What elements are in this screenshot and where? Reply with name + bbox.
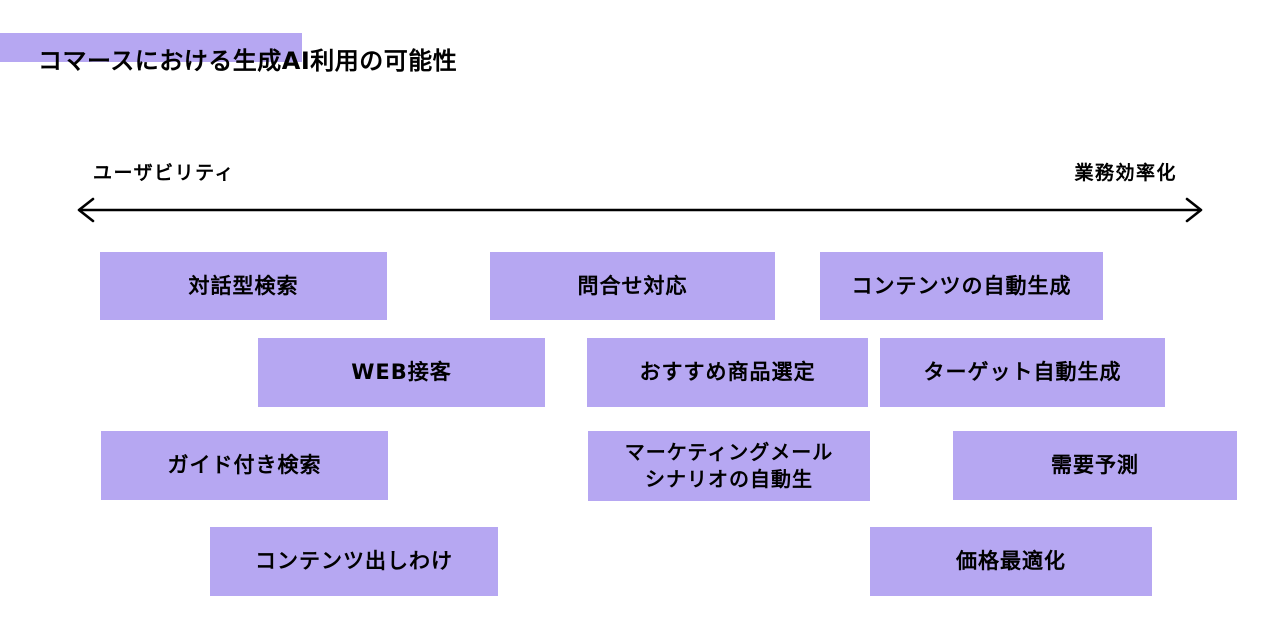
box-target-auto-generation: ターゲット自動生成 xyxy=(880,338,1165,407)
page-title: コマースにおける生成AI利用の可能性 xyxy=(38,47,458,75)
box-auto-content-generation: コンテンツの自動生成 xyxy=(820,252,1103,320)
box-recommended-product-selection: おすすめ商品選定 xyxy=(587,338,868,407)
box-content-personalization: コンテンツ出しわけ xyxy=(210,527,498,596)
box-price-optimization: 価格最適化 xyxy=(870,527,1152,596)
arrow-head-right xyxy=(1185,197,1203,223)
arrow-head-left xyxy=(77,197,95,223)
title-highlight-bar xyxy=(0,33,302,62)
box-web-customer-service: WEB接客 xyxy=(258,338,545,407)
box-guided-search: ガイド付き検索 xyxy=(101,431,388,500)
axis-label-usability: ユーザビリティ xyxy=(93,162,235,184)
box-conversational-search: 対話型検索 xyxy=(100,252,387,320)
double-arrow-icon xyxy=(77,197,1203,223)
box-inquiry-response: 問合せ対応 xyxy=(490,252,775,320)
box-demand-forecast: 需要予測 xyxy=(953,431,1237,500)
axis-label-efficiency: 業務効率化 xyxy=(1074,162,1177,184)
box-marketing-mail-scenario-generation: マーケティングメール シナリオの自動生 xyxy=(588,431,870,501)
